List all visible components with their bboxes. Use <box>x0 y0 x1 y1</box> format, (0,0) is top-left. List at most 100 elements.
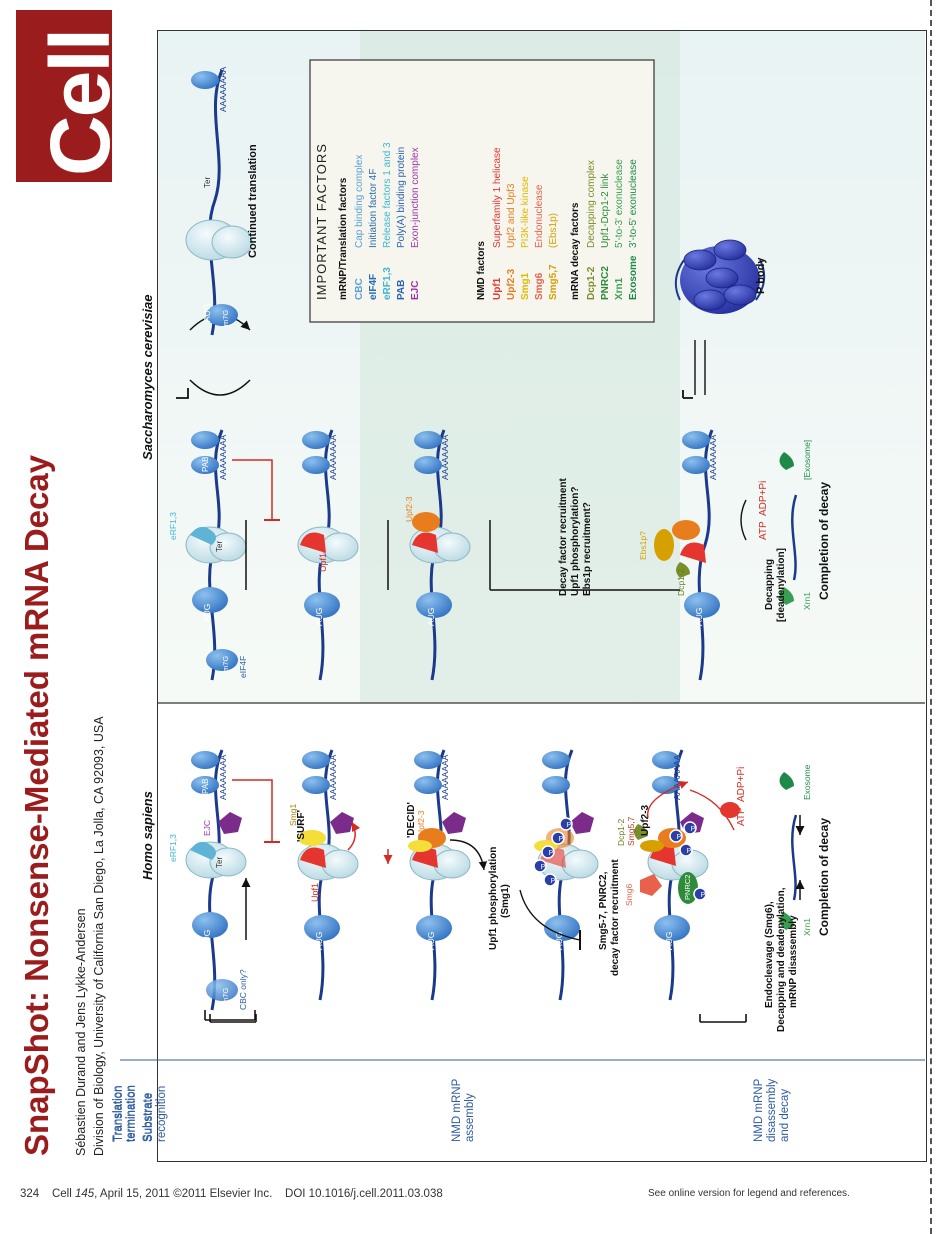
legend-group3-title: mRNA decay factors <box>570 202 581 300</box>
sc-pbody-label: P body <box>755 257 767 294</box>
sc-stage-3 <box>409 429 471 681</box>
footer-citation: 324 Cell 145, April 15, 2011 ©2011 Elsev… <box>20 1188 443 1200</box>
legend-abbr-group3-0: Dcp1-2 <box>586 266 597 300</box>
sc-decay-l3: Ebs1p recruitment? <box>582 502 593 596</box>
sc-ter: Ter <box>215 541 224 552</box>
legend-abbr-group1-1: eIF4F <box>368 274 379 300</box>
sc-aug-cont: AUG <box>202 304 212 322</box>
sc-ter-cont: Ter <box>203 177 212 188</box>
sc-aug-3: AUG <box>426 608 436 626</box>
sc-polya-3: AAAAAAAA <box>440 434 450 480</box>
row-label-substrate-l2: recognition <box>156 1086 168 1142</box>
sc-erf: eRF1,3 <box>168 512 178 540</box>
row-label-decay-l3: and decay <box>779 1089 791 1142</box>
hs-xrn1: Xrn1 <box>802 918 812 936</box>
hs-surf: 'SURF' <box>296 810 307 842</box>
legend-abbr-group2-2: Smg1 <box>520 272 531 300</box>
sc-polya-4: AAAAAAAA <box>708 434 718 480</box>
hs-aug-2: AUG <box>314 932 324 950</box>
hs-smg57: Smg5,7 <box>626 816 636 846</box>
row-label-translation-l2: termination <box>126 1085 138 1142</box>
sc-upf23: Upf2-3 <box>404 496 414 522</box>
sc-polya-1: AAAAAAAA <box>218 434 228 480</box>
sc-aug: AUG <box>202 604 212 622</box>
hs-upf23: Upf2-3 <box>416 810 426 836</box>
hs-phos-l2: (Smg1) <box>500 884 511 918</box>
hs-endo-l3: mRNP disassembly <box>788 915 799 1008</box>
hs-smg1: Smg1 <box>288 804 298 826</box>
hs-cbc-only: CBC only? <box>238 969 248 1010</box>
sc-polya-2: AAAAAAAA <box>328 434 338 480</box>
section-yeast: Saccharomyces cerevisiae <box>140 294 155 460</box>
hs-pab-1: PAB <box>201 779 210 794</box>
hs-recruit-l2: decay factor recruitment <box>610 859 621 976</box>
sc-adp: ADP+Pi <box>758 481 769 516</box>
sc-eif4f: eIF4F <box>238 656 248 678</box>
hs-erf: eRF1,3 <box>168 834 178 862</box>
hs-stage-5 <box>634 749 709 1001</box>
hs-phospho-8: P <box>691 826 696 833</box>
hs-exosome: Exosome <box>802 764 812 800</box>
legend-group2-title: NMD factors <box>476 241 487 300</box>
legend-desc-group1-4: Exon-junction complex <box>410 147 421 248</box>
sc-continued-label: Continued translation <box>247 144 259 258</box>
legend-desc-group3-0: Decapping complex <box>586 160 597 248</box>
legend-desc-group2-2: PI3K-like kinase <box>520 176 531 248</box>
row-label-assembly-l2: assembly <box>464 1093 476 1142</box>
hs-dcp12: Dcp1-2 <box>616 818 626 846</box>
hs-phospho-1: P <box>551 878 556 885</box>
sc-decay-l1: Decay factor recruitment <box>558 478 569 596</box>
legend-box <box>309 59 655 323</box>
sc-aug-4: AUG <box>694 608 704 626</box>
hs-adp: ADP+Pi <box>736 767 747 802</box>
legend-abbr-group3-2: Xrn1 <box>614 277 625 300</box>
hs-phospho-2: P <box>541 864 546 871</box>
legend-abbr-group1-4: EJC <box>410 281 421 300</box>
legend-desc-group1-0: Cap binding complex <box>354 155 365 248</box>
hs-aug: AUG <box>202 930 212 948</box>
sc-polya-cont: AAAAAAAA <box>218 66 228 112</box>
sc-stage-1 <box>185 429 247 681</box>
hs-aug-5: AUG <box>664 932 674 950</box>
hs-endo-l2: Decapping and deadenylation, <box>776 887 787 1032</box>
sc-decapping-l1: Decapping <box>764 559 775 610</box>
sc-dcp12: Dcp1-2 <box>676 568 686 596</box>
hs-stage-2 <box>297 749 359 1001</box>
hs-polya-3: AAAAAAAA <box>440 754 450 800</box>
sc-exosome: [Exosome] <box>802 440 812 480</box>
footer-online: See online version for legend and refere… <box>648 1188 850 1199</box>
legend-desc-group1-3: Poly(A) binding protein <box>396 147 407 248</box>
hs-phospho-9: P <box>701 892 706 899</box>
legend-abbr-group2-3: Smg6 <box>534 272 545 300</box>
hs-pnrc2: PNRC2 <box>683 875 692 900</box>
legend-abbr-group2-4: Smg5,7 <box>548 264 559 300</box>
hs-decid: 'DECID' <box>406 802 417 838</box>
hs-polya-5: AAAAAAAA <box>672 754 682 800</box>
legend-abbr-group2-1: Upf2-3 <box>506 268 517 300</box>
legend-group1-title: mRNP/Translation factors <box>338 177 349 300</box>
legend-desc-group3-3: 3'-to-5' exonuclease <box>628 159 639 248</box>
hs-upf23-5: Upf2-3 <box>640 804 651 836</box>
legend-abbr-group3-3: Exosome <box>628 255 639 300</box>
sc-completion: Completion of decay <box>817 482 831 600</box>
hs-polya-1: AAAAAAAA <box>218 754 228 800</box>
sc-decay-l2: Upf1 phosphorylation? <box>570 487 581 596</box>
hs-stage-1 <box>185 749 247 1011</box>
page-cut-line <box>930 0 932 1234</box>
hs-phos-l1: Upf1 phosphorylation <box>488 847 499 950</box>
row-label-translation-l1: Translation <box>113 1086 125 1142</box>
hs-polya-2: AAAAAAAA <box>328 754 338 800</box>
hs-phospho-6: P <box>687 848 692 855</box>
hs-phospho-5: P <box>567 822 572 829</box>
hs-smg6: Smg6 <box>624 884 634 906</box>
legend-desc-group1-2: Release factors 1 and 3 <box>382 142 393 248</box>
row-label-decay-l1: NMD mRNP <box>753 1078 765 1142</box>
sc-ebs1p: Ebs1p? <box>638 531 648 560</box>
legend-abbr-group1-3: PAB <box>396 280 407 300</box>
legend-desc-group3-1: Upf1-Dcp1-2 link <box>600 173 611 248</box>
sc-xrn1: Xrn1 <box>802 592 812 610</box>
sc-m7g: m7G <box>221 656 230 672</box>
sc-atp: ATP <box>758 521 769 540</box>
hs-stage-4 <box>533 749 599 1001</box>
